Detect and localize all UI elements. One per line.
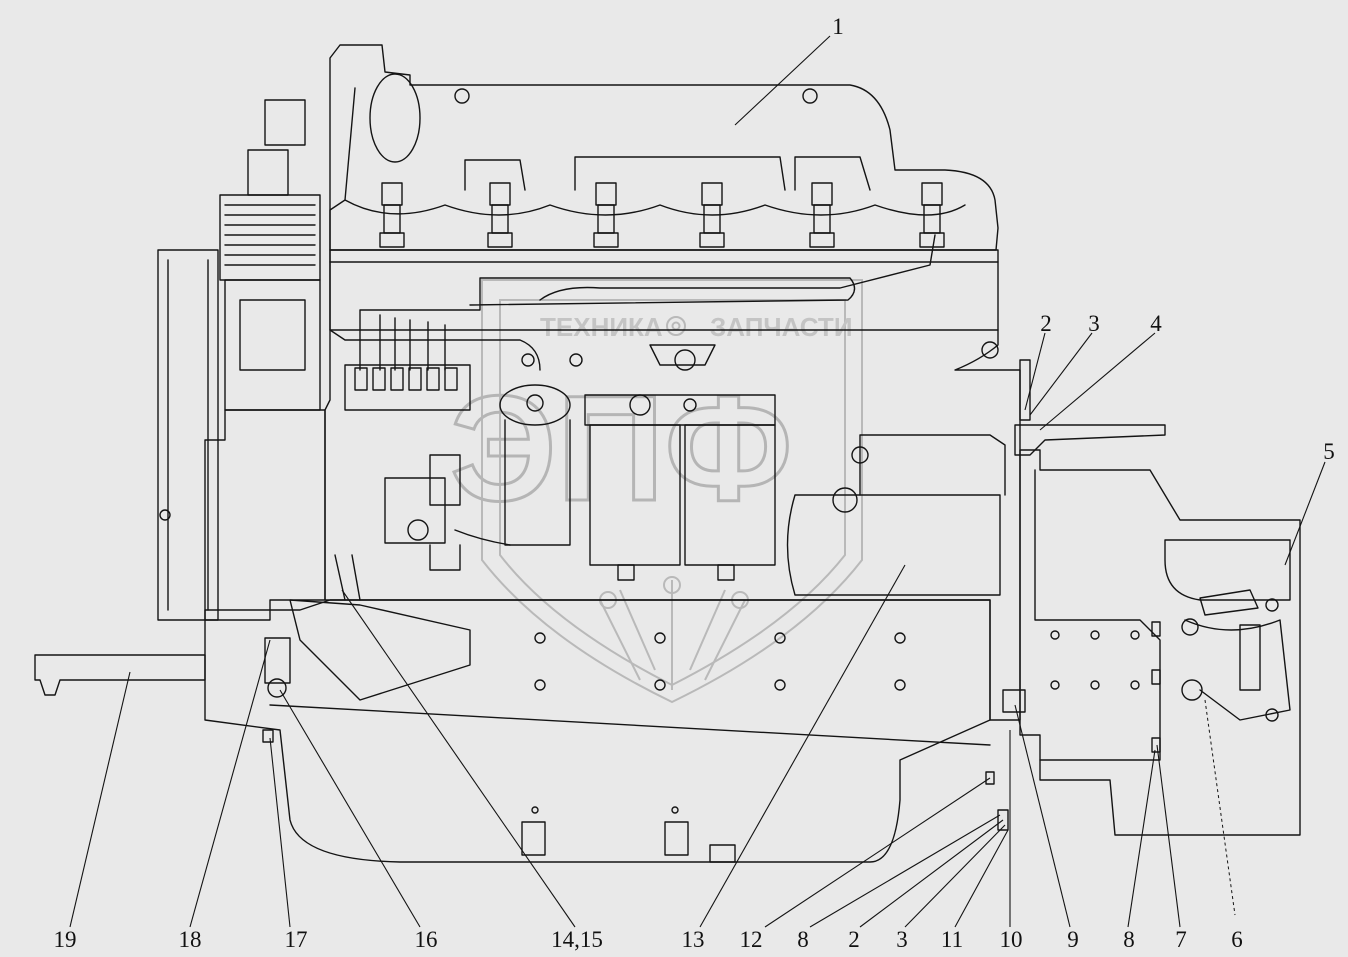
watermark-text-right: ЗАПЧАСТИ xyxy=(710,312,853,342)
housing-cover-plate xyxy=(1239,624,1261,691)
callout-label: 2 xyxy=(848,927,860,952)
callout-label: 19 xyxy=(54,927,77,952)
callout-label: 13 xyxy=(682,927,705,952)
oil-pan-bolts xyxy=(531,632,906,814)
callout-label: 8 xyxy=(797,927,809,952)
oil-drain-fitting xyxy=(262,637,291,743)
fuel-lines xyxy=(359,234,936,371)
callout-label: 6 xyxy=(1231,927,1243,952)
callout-label: 9 xyxy=(1067,927,1079,952)
fuel-filters xyxy=(584,394,776,581)
manifold-bolt xyxy=(454,88,470,104)
injectors xyxy=(344,182,966,248)
timing-case xyxy=(204,409,326,621)
callout-label: 12 xyxy=(740,927,763,952)
callout-label: 14,15 xyxy=(551,927,603,952)
watermark-big-letters: ЭПФ xyxy=(450,364,793,532)
front-support xyxy=(34,654,206,696)
manifold-bolt xyxy=(802,88,818,104)
callout-label: 11 xyxy=(941,927,963,952)
injection-pump xyxy=(344,364,471,411)
exhaust-manifold xyxy=(329,44,999,251)
oil-pan xyxy=(204,599,991,863)
drain-plug-bosses xyxy=(521,821,736,863)
flywheel-housing-bolts xyxy=(1050,598,1279,722)
block-head-joint xyxy=(329,261,999,331)
plate-bolt xyxy=(674,349,696,371)
callout-label: 7 xyxy=(1175,927,1187,952)
top-rear-bracket xyxy=(1014,359,1166,456)
callout-label: 4 xyxy=(1150,311,1162,336)
front-pulley xyxy=(157,249,219,621)
block-bolt xyxy=(569,353,583,367)
timing-cover-plate xyxy=(649,344,716,366)
rear-lower-fasteners xyxy=(985,621,1161,831)
callout-label: 1 xyxy=(832,14,844,39)
gear-icon xyxy=(666,316,686,336)
leader-lines xyxy=(69,35,1326,928)
oil-filter xyxy=(499,384,571,546)
pump-valves xyxy=(354,367,458,391)
clutch-release-lever xyxy=(1199,589,1259,616)
engine-drawing xyxy=(34,44,1301,916)
priming-pump xyxy=(384,454,511,571)
watermark: ТЕХНИКА ЗАПЧАСТИ ЭПФ xyxy=(449,279,863,704)
bracket-plate xyxy=(289,599,471,701)
flywheel-housing xyxy=(1019,449,1301,836)
turbo-housing xyxy=(369,73,421,163)
block-bolt xyxy=(521,353,535,367)
dipstick-tube xyxy=(334,554,361,601)
exhaust-manifold-ports xyxy=(464,156,871,191)
callout-label: 3 xyxy=(1088,311,1100,336)
callout-label: 5 xyxy=(1323,439,1335,464)
starter xyxy=(786,434,1006,596)
callout-label: 16 xyxy=(415,927,438,952)
flywheel-housing-inner xyxy=(1034,469,1291,761)
watermark-shield xyxy=(481,279,863,704)
air-compressor xyxy=(219,99,321,411)
watermark-text-left: ТЕХНИКА xyxy=(540,312,663,342)
callout-label: 10 xyxy=(1000,927,1023,952)
block-bolt xyxy=(981,341,999,359)
oil-pan-flange xyxy=(269,704,991,746)
callout-label: 2 xyxy=(1040,311,1052,336)
callout-label: 17 xyxy=(285,927,308,952)
callout-label: 8 xyxy=(1123,927,1135,952)
housing-dashed-line xyxy=(1204,699,1236,916)
callout-labels: 1 2 3 4 5 19 18 17 16 14,15 13 12 8 2 3 … xyxy=(54,14,1335,952)
callout-label: 18 xyxy=(179,927,202,952)
callout-label: 3 xyxy=(896,927,908,952)
